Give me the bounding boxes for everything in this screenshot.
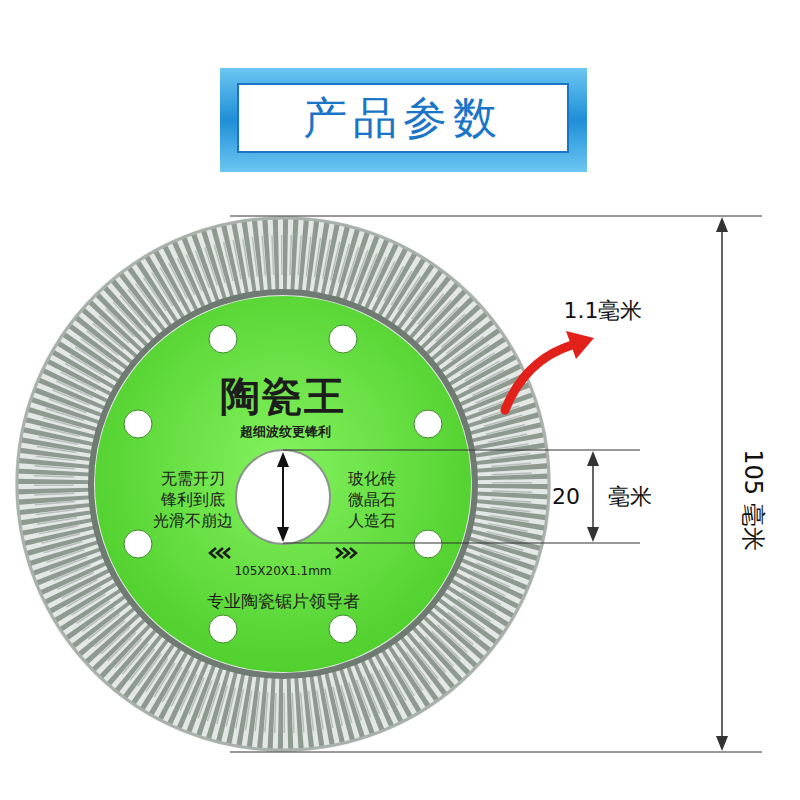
blade-rim [15, 216, 551, 752]
extension-lines [230, 216, 762, 752]
blade-core [95, 296, 471, 672]
bore-dimension [587, 451, 599, 542]
cooling-holes [124, 325, 442, 643]
feature-text: 无需开刃 [161, 470, 225, 488]
slogan: 超细波纹更锋利 [240, 425, 331, 440]
feature-text: 光滑不崩边 [153, 512, 233, 530]
dimension-label: 毫米 [608, 484, 652, 509]
blade-teeth [54, 255, 512, 713]
dimension-label: 105 毫米 [738, 449, 766, 550]
brand-name: 陶瓷王 [220, 373, 346, 419]
direction-chevrons [210, 548, 356, 558]
dimension-label: 20 [552, 484, 580, 509]
size-marking: 105X20X1.1mm [234, 565, 331, 579]
title-frame [220, 68, 587, 172]
blade-core-ring [91, 292, 475, 676]
title-text: 产品参数 [303, 93, 503, 144]
material-text: 微晶石 [348, 491, 396, 509]
tagline: 专业陶瓷锯片领导者 [207, 592, 360, 612]
arbor-hole [236, 450, 330, 544]
material-text: 玻化砖 [348, 470, 396, 488]
blade-teeth-highlight [54, 255, 512, 713]
hole-arrow [277, 452, 289, 542]
thickness-arrow [505, 331, 594, 410]
dimension-label: 1.1毫米 [564, 298, 643, 323]
feature-text: 锋利到底 [161, 491, 225, 509]
blade-edge [17, 218, 549, 750]
diameter-dimension [716, 217, 728, 751]
material-text: 人造石 [348, 512, 396, 530]
title-panel [238, 84, 568, 152]
